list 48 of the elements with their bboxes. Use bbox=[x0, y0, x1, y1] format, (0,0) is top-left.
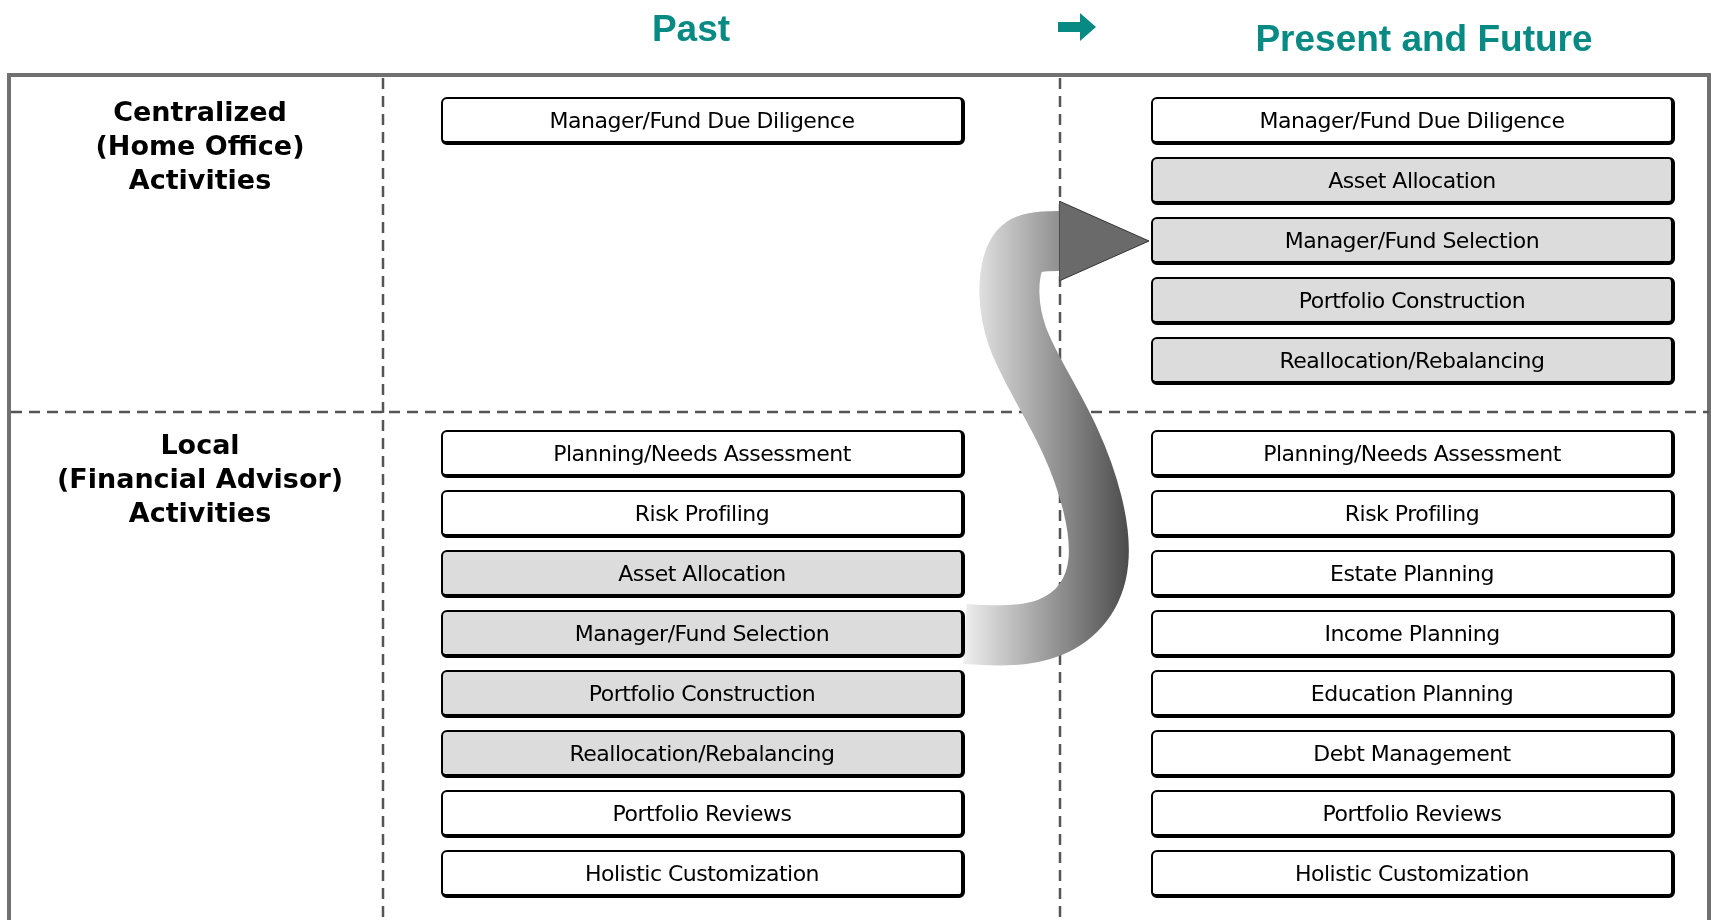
activity-box bbox=[1151, 850, 1675, 898]
activity-label: Planning/Needs Assessment bbox=[1263, 440, 1561, 466]
activity-label: Income Planning bbox=[1324, 620, 1500, 646]
activity-label: Reallocation/Rebalancing bbox=[1279, 347, 1545, 373]
activity-label: Risk Profiling bbox=[1344, 500, 1480, 526]
column-heading: Past bbox=[651, 8, 731, 50]
activity-box bbox=[1151, 337, 1675, 385]
activity-label: Planning/Needs Assessment bbox=[553, 440, 851, 466]
activity-label: Reallocation/Rebalancing bbox=[569, 740, 835, 766]
activity-label: Asset Allocation bbox=[618, 560, 786, 586]
activity-label: Holistic Customization bbox=[584, 860, 820, 886]
activity-label: Portfolio Reviews bbox=[1322, 800, 1502, 826]
activity-box bbox=[1151, 97, 1675, 145]
activity-label: Asset Allocation bbox=[1328, 167, 1496, 193]
activity-label: Education Planning bbox=[1310, 680, 1514, 706]
activity-label: Risk Profiling bbox=[634, 500, 770, 526]
activity-box bbox=[441, 490, 965, 538]
activity-box bbox=[1151, 610, 1675, 658]
activity-box bbox=[441, 550, 965, 598]
activity-label: Manager/Fund Due Diligence bbox=[1259, 107, 1565, 133]
activity-box bbox=[1151, 430, 1675, 478]
activity-box bbox=[441, 850, 965, 898]
activity-box bbox=[1151, 157, 1675, 205]
activity-box bbox=[1151, 217, 1675, 265]
activity-label: Debt Management bbox=[1313, 740, 1511, 766]
activity-label: Manager/Fund Selection bbox=[1284, 227, 1540, 253]
activity-label: Portfolio Reviews bbox=[612, 800, 792, 826]
activity-box bbox=[441, 430, 965, 478]
row-heading: Local (Financial Advisor) Activities bbox=[56, 428, 344, 530]
activity-label: Manager/Fund Selection bbox=[574, 620, 830, 646]
row-heading: Centralized (Home Office) Activities bbox=[95, 95, 305, 197]
activity-box bbox=[1151, 790, 1675, 838]
activity-box bbox=[1151, 730, 1675, 778]
activity-box bbox=[441, 730, 965, 778]
activity-label: Portfolio Construction bbox=[1298, 287, 1526, 313]
activity-box bbox=[441, 610, 965, 658]
activity-label: Manager/Fund Due Diligence bbox=[549, 107, 855, 133]
activity-box bbox=[441, 790, 965, 838]
activity-label: Holistic Customization bbox=[1294, 860, 1530, 886]
column-heading: Present and Future bbox=[1255, 18, 1593, 60]
activity-box bbox=[1151, 277, 1675, 325]
activity-label: Portfolio Construction bbox=[588, 680, 816, 706]
activity-box bbox=[1151, 490, 1675, 538]
activity-box bbox=[1151, 670, 1675, 718]
activity-box bbox=[1151, 550, 1675, 598]
activity-label: Estate Planning bbox=[1330, 560, 1494, 586]
activity-box bbox=[441, 670, 965, 718]
activity-box bbox=[441, 97, 965, 145]
